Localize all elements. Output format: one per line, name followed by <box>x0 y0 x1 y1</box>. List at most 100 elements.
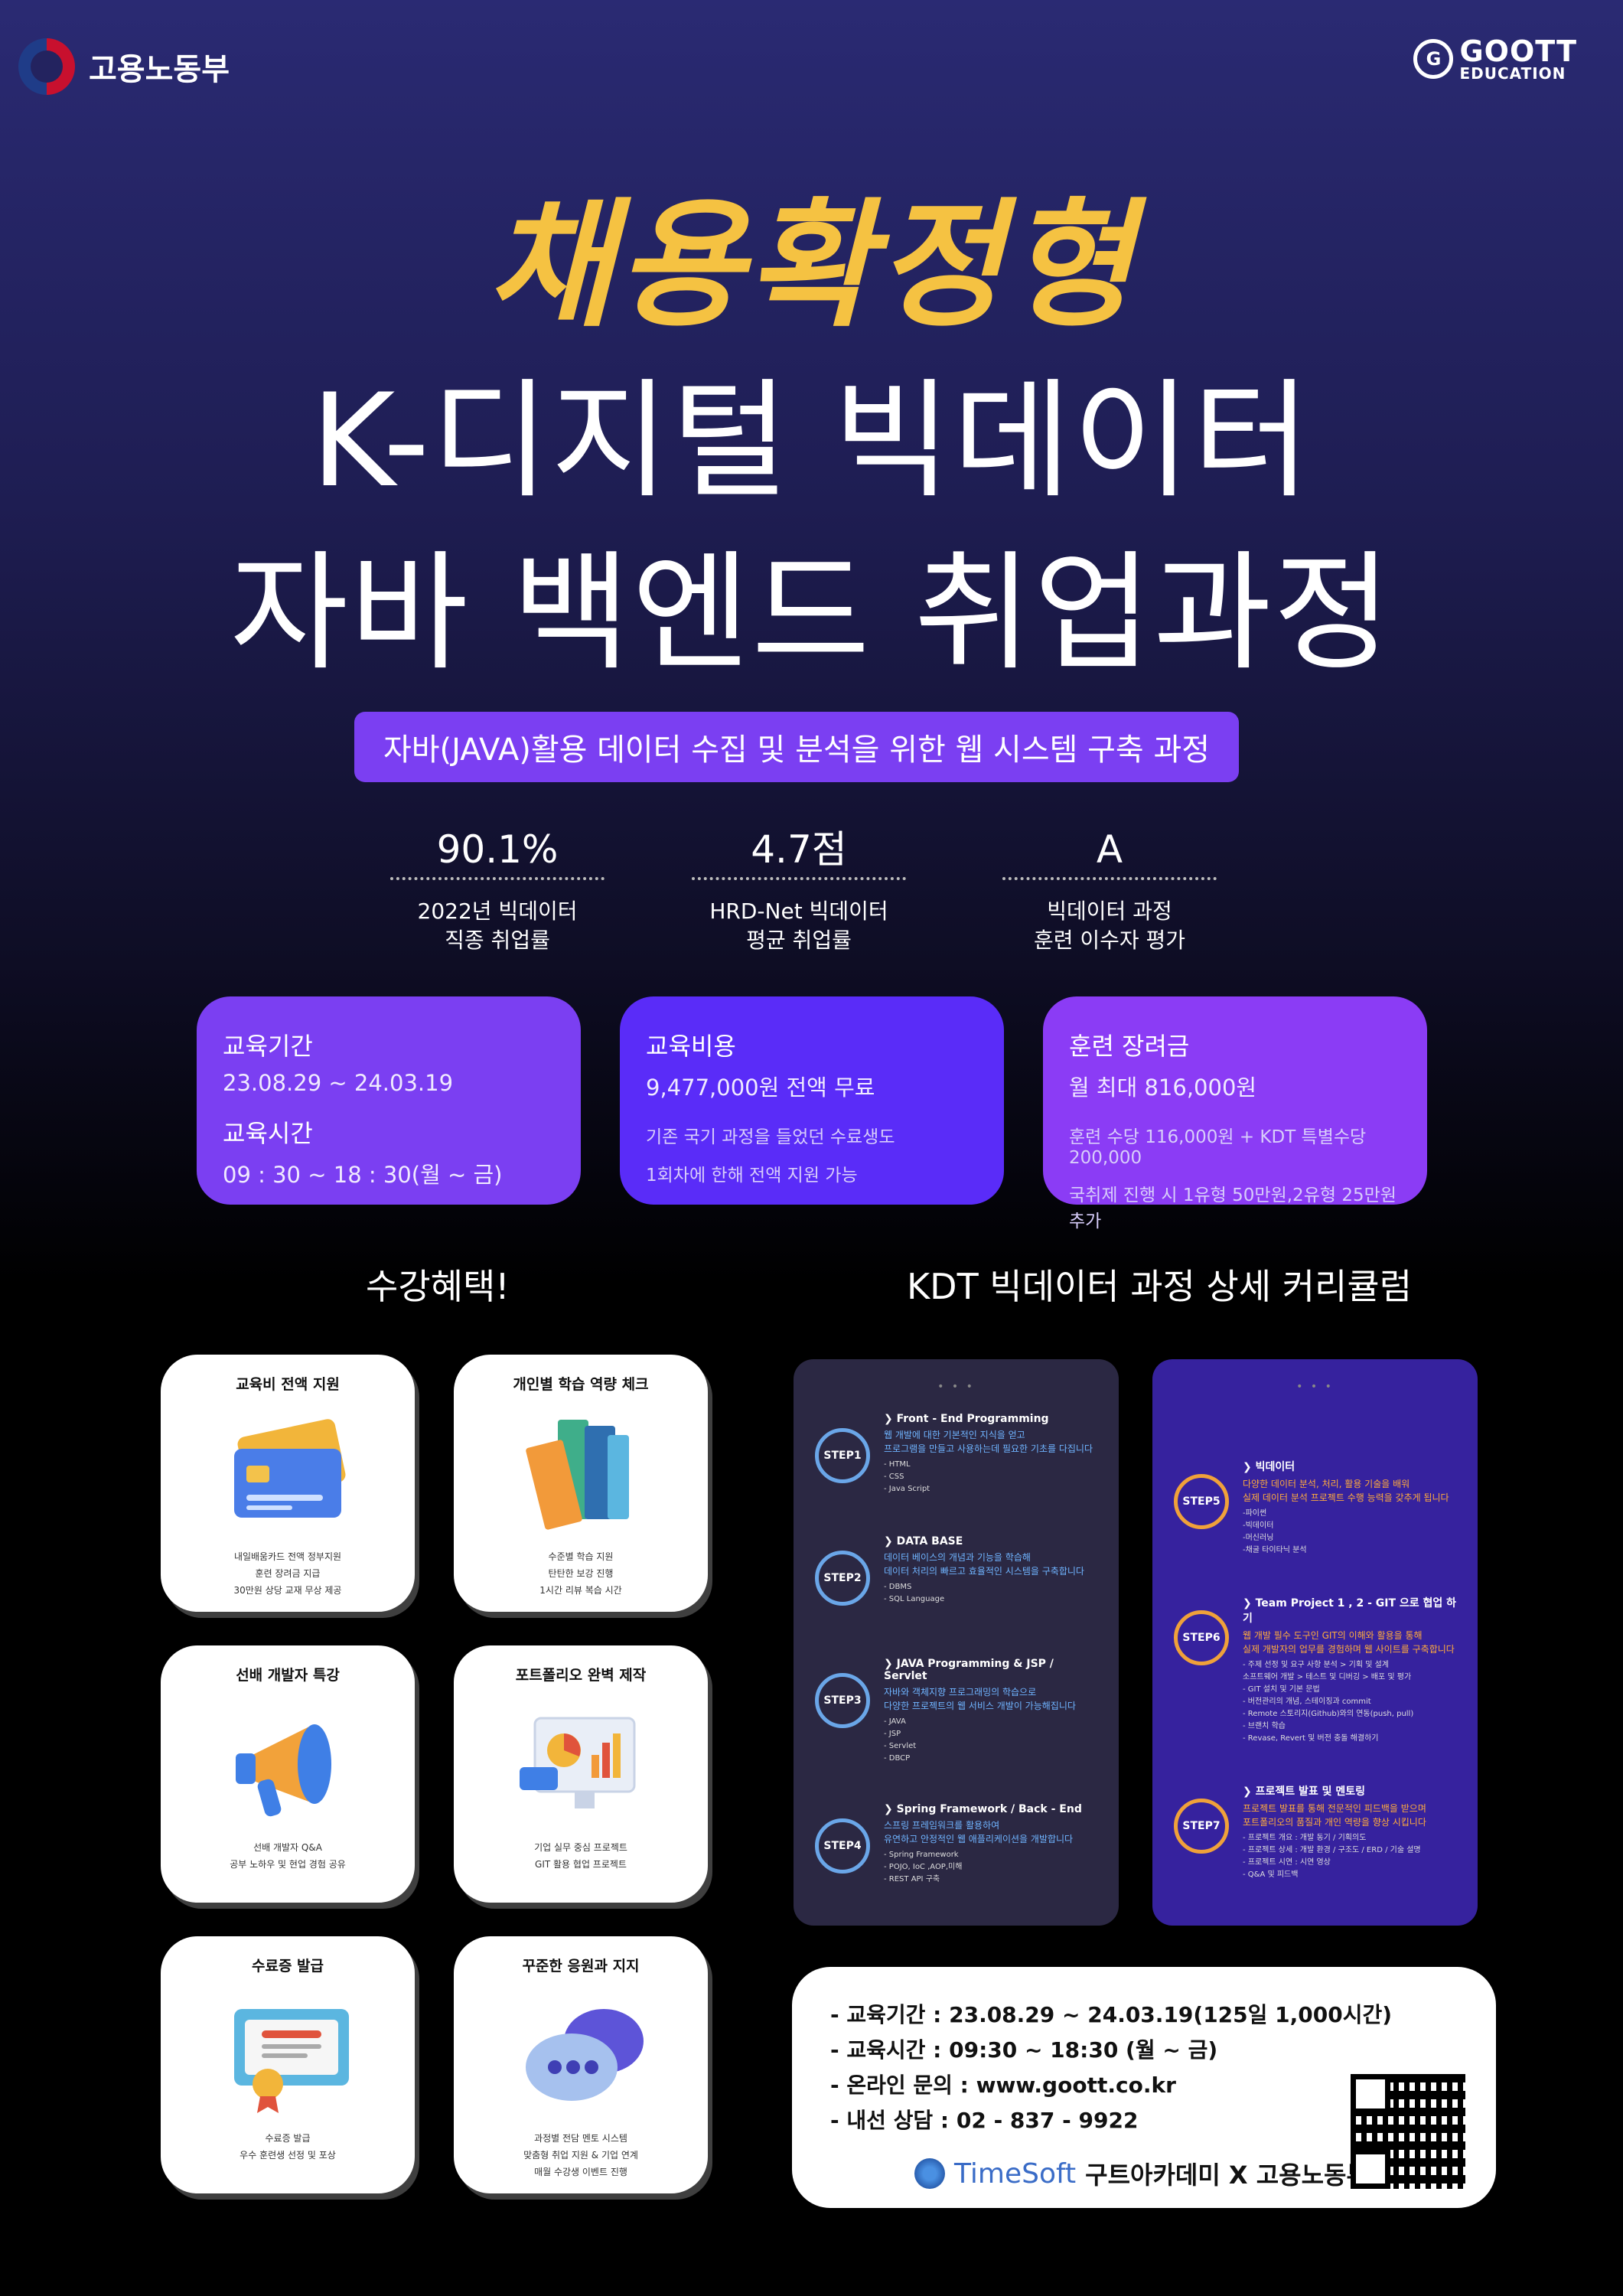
benefit-detail: 1시간 리뷰 복습 시간 <box>539 1585 622 1596</box>
curriculum-panel-left: • • • STEP1 ❯ Front - End Programming 웹 … <box>794 1359 1119 1926</box>
step-desc: 실제 개발자의 업무를 경험하며 웹 사이트를 구축합니다 <box>1243 1644 1455 1655</box>
goott-g-icon: G <box>1413 39 1454 79</box>
benefit-detail: 훈련 장려금 지급 <box>255 1568 321 1579</box>
info-value: 월 최대 816,000원 <box>1069 1075 1257 1101</box>
step-item: - 프로젝트 상세 : 개발 환경 / 구조도 / ERD / 기술 설명 <box>1243 1846 1421 1854</box>
benefit-card-certificate: 수료증 발급 수료증 발급 우수 훈련생 선정 및 포상 <box>161 1936 415 2193</box>
step-item: - Servlet <box>884 1742 917 1750</box>
benefit-title: 수료증 발급 <box>251 1958 324 1975</box>
partner-brand: TimeSoft 구트아카데미 X 고용노동부 <box>914 2156 1369 2191</box>
step-circle-icon: STEP1 <box>815 1428 870 1483</box>
curriculum-step: STEP7 ❯ 프로젝트 발표 및 멘토링 프로젝트 발표를 통해 전문적인 피… <box>1174 1783 1458 1881</box>
step-item: - 프로젝트 개요 : 개발 동기 / 기획의도 <box>1243 1834 1367 1842</box>
step-title: ❯ Spring Framework / Back - End <box>884 1803 1082 1815</box>
subtitle-banner: 자바(JAVA)활용 데이터 수집 및 분석을 위한 웹 시스템 구축 과정 <box>354 712 1239 782</box>
step-item: - DBCP <box>884 1754 911 1763</box>
step-item: - JSP <box>884 1730 901 1738</box>
brand-sub: EDUCATION <box>1459 64 1566 83</box>
benefit-detail: 30만원 상당 교재 무상 제공 <box>233 1585 342 1596</box>
stat-label: 2022년 빅데이터 <box>417 899 578 924</box>
step-desc: 웹 개발 필수 도구인 GIT의 이해와 활용을 통해 <box>1243 1630 1423 1641</box>
benefit-card-tuition: 교육비 전액 지원 내일배움카드 전액 정부지원 훈련 장려금 지급 30만원 … <box>161 1355 415 1612</box>
step-item: -파이썬 <box>1243 1509 1267 1518</box>
step-title: ❯ JAVA Programming & JSP / Servlet <box>884 1658 1054 1682</box>
stat-value: 4.7점 <box>692 819 906 880</box>
info-heading: 교육비용 <box>646 1032 736 1061</box>
info-value: 23.08.29 ~ 24.03.19 <box>223 1070 454 1096</box>
benefits-heading: 수강혜택! <box>366 1266 510 1307</box>
step-desc: 프로그램을 만들고 사용하는데 필요한 기초를 다집니다 <box>884 1443 1093 1454</box>
step-desc: 실제 데이터 분석 프로젝트 수행 능력을 갖추게 됩니다 <box>1243 1492 1449 1503</box>
step-desc: 웹 개발에 대한 기본적인 지식을 얻고 <box>884 1430 1025 1440</box>
info-note: 국취제 진행 시 1유형 50만원,2유형 25만원 추가 <box>1069 1186 1396 1231</box>
contact-phone[interactable]: - 내선 상담 : 02 - 837 - 9922 <box>830 2108 1139 2133</box>
step-circle-icon: STEP7 <box>1174 1799 1229 1854</box>
step-item: -머신러닝 <box>1243 1534 1274 1542</box>
step-desc: 포트폴리오의 품질과 개인 역량을 향상 시킵니다 <box>1243 1817 1426 1828</box>
step-item: - HTML <box>884 1460 911 1469</box>
benefit-detail: 과정별 전담 멘토 시스템 <box>534 2133 627 2144</box>
step-circle-icon: STEP6 <box>1174 1610 1229 1665</box>
step-item: - POJO, IoC ,AOP,미해 <box>884 1863 963 1871</box>
step-circle-icon: STEP5 <box>1174 1474 1229 1529</box>
stat-label: HRD-Net 빅데이터 <box>709 899 888 924</box>
stat-value: 90.1% <box>390 819 605 880</box>
arrow-icon: ❯ <box>884 1803 897 1815</box>
curriculum-step: STEP4 ❯ Spring Framework / Back - End 스프… <box>815 1803 1099 1887</box>
step-desc: 데이터 베이스의 개념과 기능을 학습해 <box>884 1552 1031 1563</box>
ministry-name: 고용노동부 <box>89 52 230 87</box>
info-heading: 교육기간 <box>223 1032 313 1061</box>
benefit-detail: 기업 실무 중심 프로젝트 <box>534 1842 627 1853</box>
arrow-icon: ❯ <box>884 1535 897 1548</box>
certificate-icon <box>219 1994 357 2116</box>
info-heading: 훈련 장려금 <box>1069 1032 1190 1061</box>
step-circle-icon: STEP3 <box>815 1673 870 1728</box>
info-note: 1회차에 한해 전액 지원 가능 <box>646 1166 858 1186</box>
step-desc: 유연하고 안정적인 웹 애플리케이션을 개발합니다 <box>884 1834 1074 1844</box>
chat-bubbles-icon <box>512 1994 650 2116</box>
step-item: - Java Script <box>884 1485 930 1493</box>
qr-code-icon[interactable] <box>1351 2074 1465 2189</box>
contact-period: - 교육기간 : 23.08.29 ~ 24.03.19(125일 1,000시… <box>830 2002 1393 2027</box>
goott-logo: G GOOTT EDUCATION <box>1413 37 1577 81</box>
panel-dots: • • • <box>937 1381 975 1393</box>
arrow-icon: ❯ <box>1243 1461 1256 1473</box>
curriculum-step: STEP6 ❯ Team Project 1 , 2 - GIT 으로 협업 하… <box>1174 1595 1458 1745</box>
step-item: - JAVA <box>884 1717 906 1726</box>
books-icon <box>512 1412 650 1534</box>
info-card-cost: 교육비용 9,477,000원 전액 무료 기존 국기 과정을 들었던 수료생도… <box>620 996 1004 1205</box>
taegeuk-emblem-icon <box>18 38 75 95</box>
curriculum-step: STEP2 ❯ DATA BASE 데이터 베이스의 개념과 기능을 학습해 데… <box>815 1535 1099 1619</box>
contact-hours: - 교육시간 : 09:30 ~ 18:30 (월 ~ 금) <box>830 2037 1218 2063</box>
panel-dots: • • • <box>1296 1381 1334 1393</box>
step-circle-icon: STEP2 <box>815 1551 870 1606</box>
step-item: - Remote 스토리지(Github)와의 연동(push, pull) <box>1243 1710 1414 1718</box>
benefit-detail: 선배 개발자 Q&A <box>253 1842 322 1853</box>
step-item: - 프로젝트 시연 : 시연 영상 <box>1243 1858 1331 1867</box>
benefit-detail: 매월 수강생 이벤트 진행 <box>534 2167 627 2177</box>
timesoft-name: TimeSoft <box>954 2157 1077 2190</box>
step-desc: 프로젝트 발표를 통해 전문적인 피드백을 받으며 <box>1243 1803 1426 1814</box>
info-note: 기존 국기 과정을 들었던 수료생도 <box>646 1127 895 1147</box>
step-item: -채굴 타이타닉 분석 <box>1243 1546 1307 1554</box>
stat-label: 빅데이터 과정 <box>1047 899 1172 924</box>
curriculum-heading: KDT 빅데이터 과정 상세 커리큘럼 <box>907 1266 1413 1307</box>
timesoft-logo-icon <box>914 2158 945 2189</box>
benefit-card-learning-check: 개인별 학습 역량 체크 수준별 학습 지원 탄탄한 보강 진행 1시간 리뷰 … <box>454 1355 708 1612</box>
info-card-grant: 훈련 장려금 월 최대 816,000원 훈련 수당 116,000원 + KD… <box>1043 996 1427 1231</box>
contact-box: - 교육기간 : 23.08.29 ~ 24.03.19(125일 1,000시… <box>792 1967 1496 2208</box>
step-title: ❯ Front - End Programming <box>884 1413 1049 1425</box>
contact-website[interactable]: - 온라인 문의 : www.goott.co.kr <box>830 2073 1176 2098</box>
monitor-chart-icon <box>512 1703 650 1825</box>
curriculum-step: STEP5 ❯ 빅데이터 다양한 데이터 분석, 처리, 활용 기술을 배워 실… <box>1174 1459 1458 1557</box>
benefit-detail: 맞춤형 취업 지원 & 기업 연계 <box>523 2150 638 2161</box>
benefit-title: 포트폴리오 완벽 제작 <box>515 1667 647 1684</box>
ministry-logo: 고용노동부 <box>18 38 230 95</box>
step-desc: 스프링 프레임워크를 활용하여 <box>884 1820 1000 1831</box>
benefit-detail: 수준별 학습 지원 <box>548 1551 614 1562</box>
step-title: ❯ 프로젝트 발표 및 멘토링 <box>1243 1786 1366 1798</box>
step-item: - DBMS <box>884 1583 912 1591</box>
